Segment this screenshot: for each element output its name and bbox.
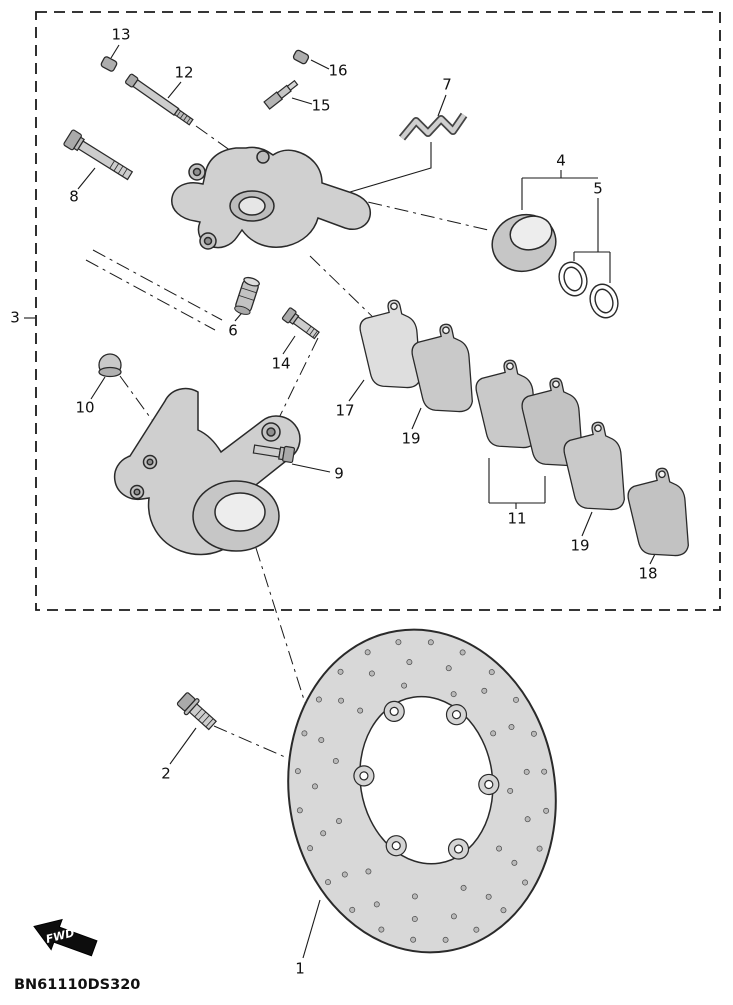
part-bracket [113, 387, 301, 556]
part-15-bleed-screw [263, 79, 299, 110]
callout-7: 7 [442, 75, 452, 94]
callout-10: 10 [75, 398, 95, 417]
callout-8: 8 [69, 187, 79, 206]
part-16-cap [292, 49, 310, 65]
callout-9: 9 [334, 464, 344, 483]
part-2-bolt [176, 692, 217, 731]
leader-lines [24, 44, 659, 959]
part-14-bolt [281, 307, 320, 340]
part-4-piston [491, 214, 557, 272]
part-19-pad-a [406, 320, 481, 420]
callout-12: 12 [174, 63, 194, 82]
assembly-boundary-box [35, 11, 721, 611]
callout-4: 4 [556, 151, 566, 170]
callout-3: 3 [10, 308, 20, 327]
part-caliper-body [171, 146, 372, 250]
callout-13: 13 [111, 25, 131, 44]
callout-1: 1 [295, 959, 305, 978]
callout-19a: 19 [401, 429, 421, 448]
part-7-pad-spring [398, 112, 468, 141]
part-5-seals [558, 261, 619, 319]
disc-drill-holes [294, 639, 550, 943]
callout-16: 16 [328, 61, 348, 80]
callout-17: 17 [335, 401, 355, 420]
part-6-sleeve [234, 276, 260, 315]
callout-2: 2 [161, 764, 171, 783]
callout-5: 5 [593, 179, 603, 198]
fwd-arrow-icon: FWD [33, 918, 98, 957]
callout-14: 14 [271, 354, 291, 373]
callout-19b: 19 [570, 536, 590, 555]
callout-18: 18 [638, 564, 658, 583]
part-12-pad-pin [125, 73, 194, 126]
disc-mount-tabs [353, 700, 500, 860]
drawing-code: BN61110DS320 [14, 977, 141, 993]
part-1-brake-disc [287, 628, 557, 954]
callout-11: 11 [507, 509, 527, 528]
part-9-bolt [252, 444, 296, 464]
callout-6: 6 [228, 321, 238, 340]
part-13-cap [100, 56, 118, 72]
part-10-cap [98, 353, 122, 378]
part-8-bolt [63, 129, 134, 181]
callout-15: 15 [311, 96, 331, 115]
part-18-pad [622, 464, 697, 564]
